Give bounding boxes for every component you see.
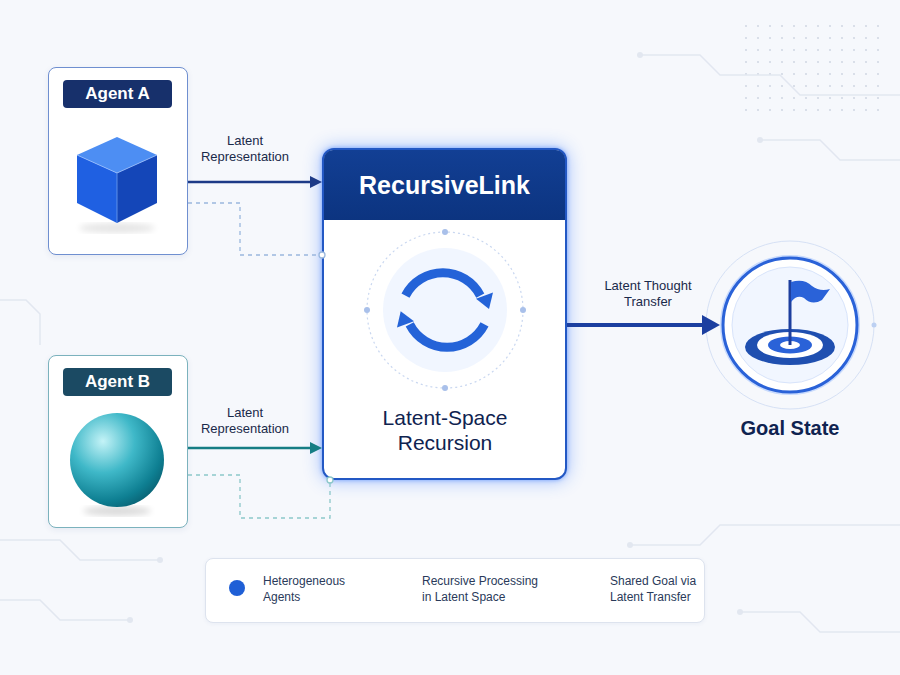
- cube-top: [77, 137, 157, 173]
- goal-glow: [724, 259, 856, 391]
- goal-ring: [706, 241, 874, 409]
- sphere-shadow: [83, 506, 151, 516]
- circuit-lines: [0, 55, 900, 632]
- connector-dot: [319, 252, 325, 258]
- cube-illustration: [77, 137, 157, 233]
- dashed-link: [188, 203, 322, 255]
- ring-dot: [872, 323, 877, 328]
- flag-pole: [789, 280, 792, 345]
- goal-label: Goal State: [700, 416, 880, 440]
- circuit-node: [627, 542, 633, 548]
- circuit-node: [127, 617, 133, 623]
- latent-arrow: [188, 181, 310, 184]
- agent-label: Agent A: [63, 80, 172, 108]
- cube-shadow: [79, 223, 155, 233]
- legend-text: Heterogeneous Agents: [263, 573, 355, 605]
- recursion-icon: [397, 273, 493, 348]
- connector-dot: [327, 477, 333, 483]
- goal-outline: [723, 258, 857, 392]
- target-ring: [757, 332, 823, 358]
- target-ring: [745, 329, 835, 365]
- agent-label: Agent B: [63, 368, 172, 396]
- sphere: [70, 413, 164, 507]
- circuit-line: [630, 525, 900, 545]
- circuit-line: [640, 55, 900, 95]
- goal-node: Goal State: [720, 255, 860, 445]
- goal-inner: [732, 267, 848, 383]
- icon-ring: [367, 232, 523, 388]
- ring-dot: [364, 307, 370, 313]
- circuit-line: [740, 612, 900, 632]
- circuit-nodes: [127, 52, 763, 623]
- cube-edge: [117, 173, 118, 223]
- circuit-line: [760, 140, 900, 160]
- cube-left: [77, 155, 117, 223]
- circuit-node: [157, 557, 163, 563]
- icon-halo: [383, 248, 507, 372]
- legend-box: Heterogeneous Agents Recursive Processing…: [205, 558, 705, 623]
- target-ring: [768, 337, 812, 354]
- ring-dot: [442, 229, 448, 235]
- legend-swatch: [229, 580, 245, 596]
- flag: [791, 281, 830, 303]
- circuit-line: [0, 540, 160, 560]
- edge-label: Latent Representation: [195, 133, 295, 165]
- edge-label: Latent Representation: [195, 405, 295, 437]
- circuit-line: [0, 300, 40, 345]
- circuit-node: [757, 137, 763, 143]
- agent-card: Agent A: [48, 67, 188, 255]
- dashed-link: [188, 475, 330, 518]
- legend-text: Recursive Processing in Latent Space: [422, 573, 546, 605]
- sphere-illustration: [70, 413, 164, 516]
- box-title: RecursiveLink: [324, 150, 565, 220]
- latent-arrow: [567, 323, 702, 327]
- ring-dot: [442, 385, 448, 391]
- cube-right: [117, 155, 157, 223]
- edge-label: Latent Thought Transfer: [588, 278, 708, 310]
- cube-edge: [77, 155, 157, 173]
- circuit-node: [737, 609, 743, 615]
- connector-glow: [567, 319, 702, 331]
- legend-text: Shared Goal via Latent Transfer: [610, 573, 706, 605]
- recursion-illustration: [364, 229, 526, 391]
- goal-circle: [720, 255, 860, 395]
- circuit-node: [637, 52, 643, 58]
- latent-arrow: [188, 447, 310, 450]
- target-ring: [780, 341, 800, 349]
- box-subtitle: Latent-Space Recursion: [360, 405, 530, 455]
- ring-dot: [520, 307, 526, 313]
- target-illustration: [704, 241, 877, 409]
- agent-card: Agent B: [48, 355, 188, 528]
- circuit-line: [0, 600, 130, 620]
- recursion-box: RecursiveLinkLatent-Space Recursion: [322, 148, 567, 480]
- dot-grid: [735, 18, 885, 118]
- ring-dot: [704, 323, 709, 328]
